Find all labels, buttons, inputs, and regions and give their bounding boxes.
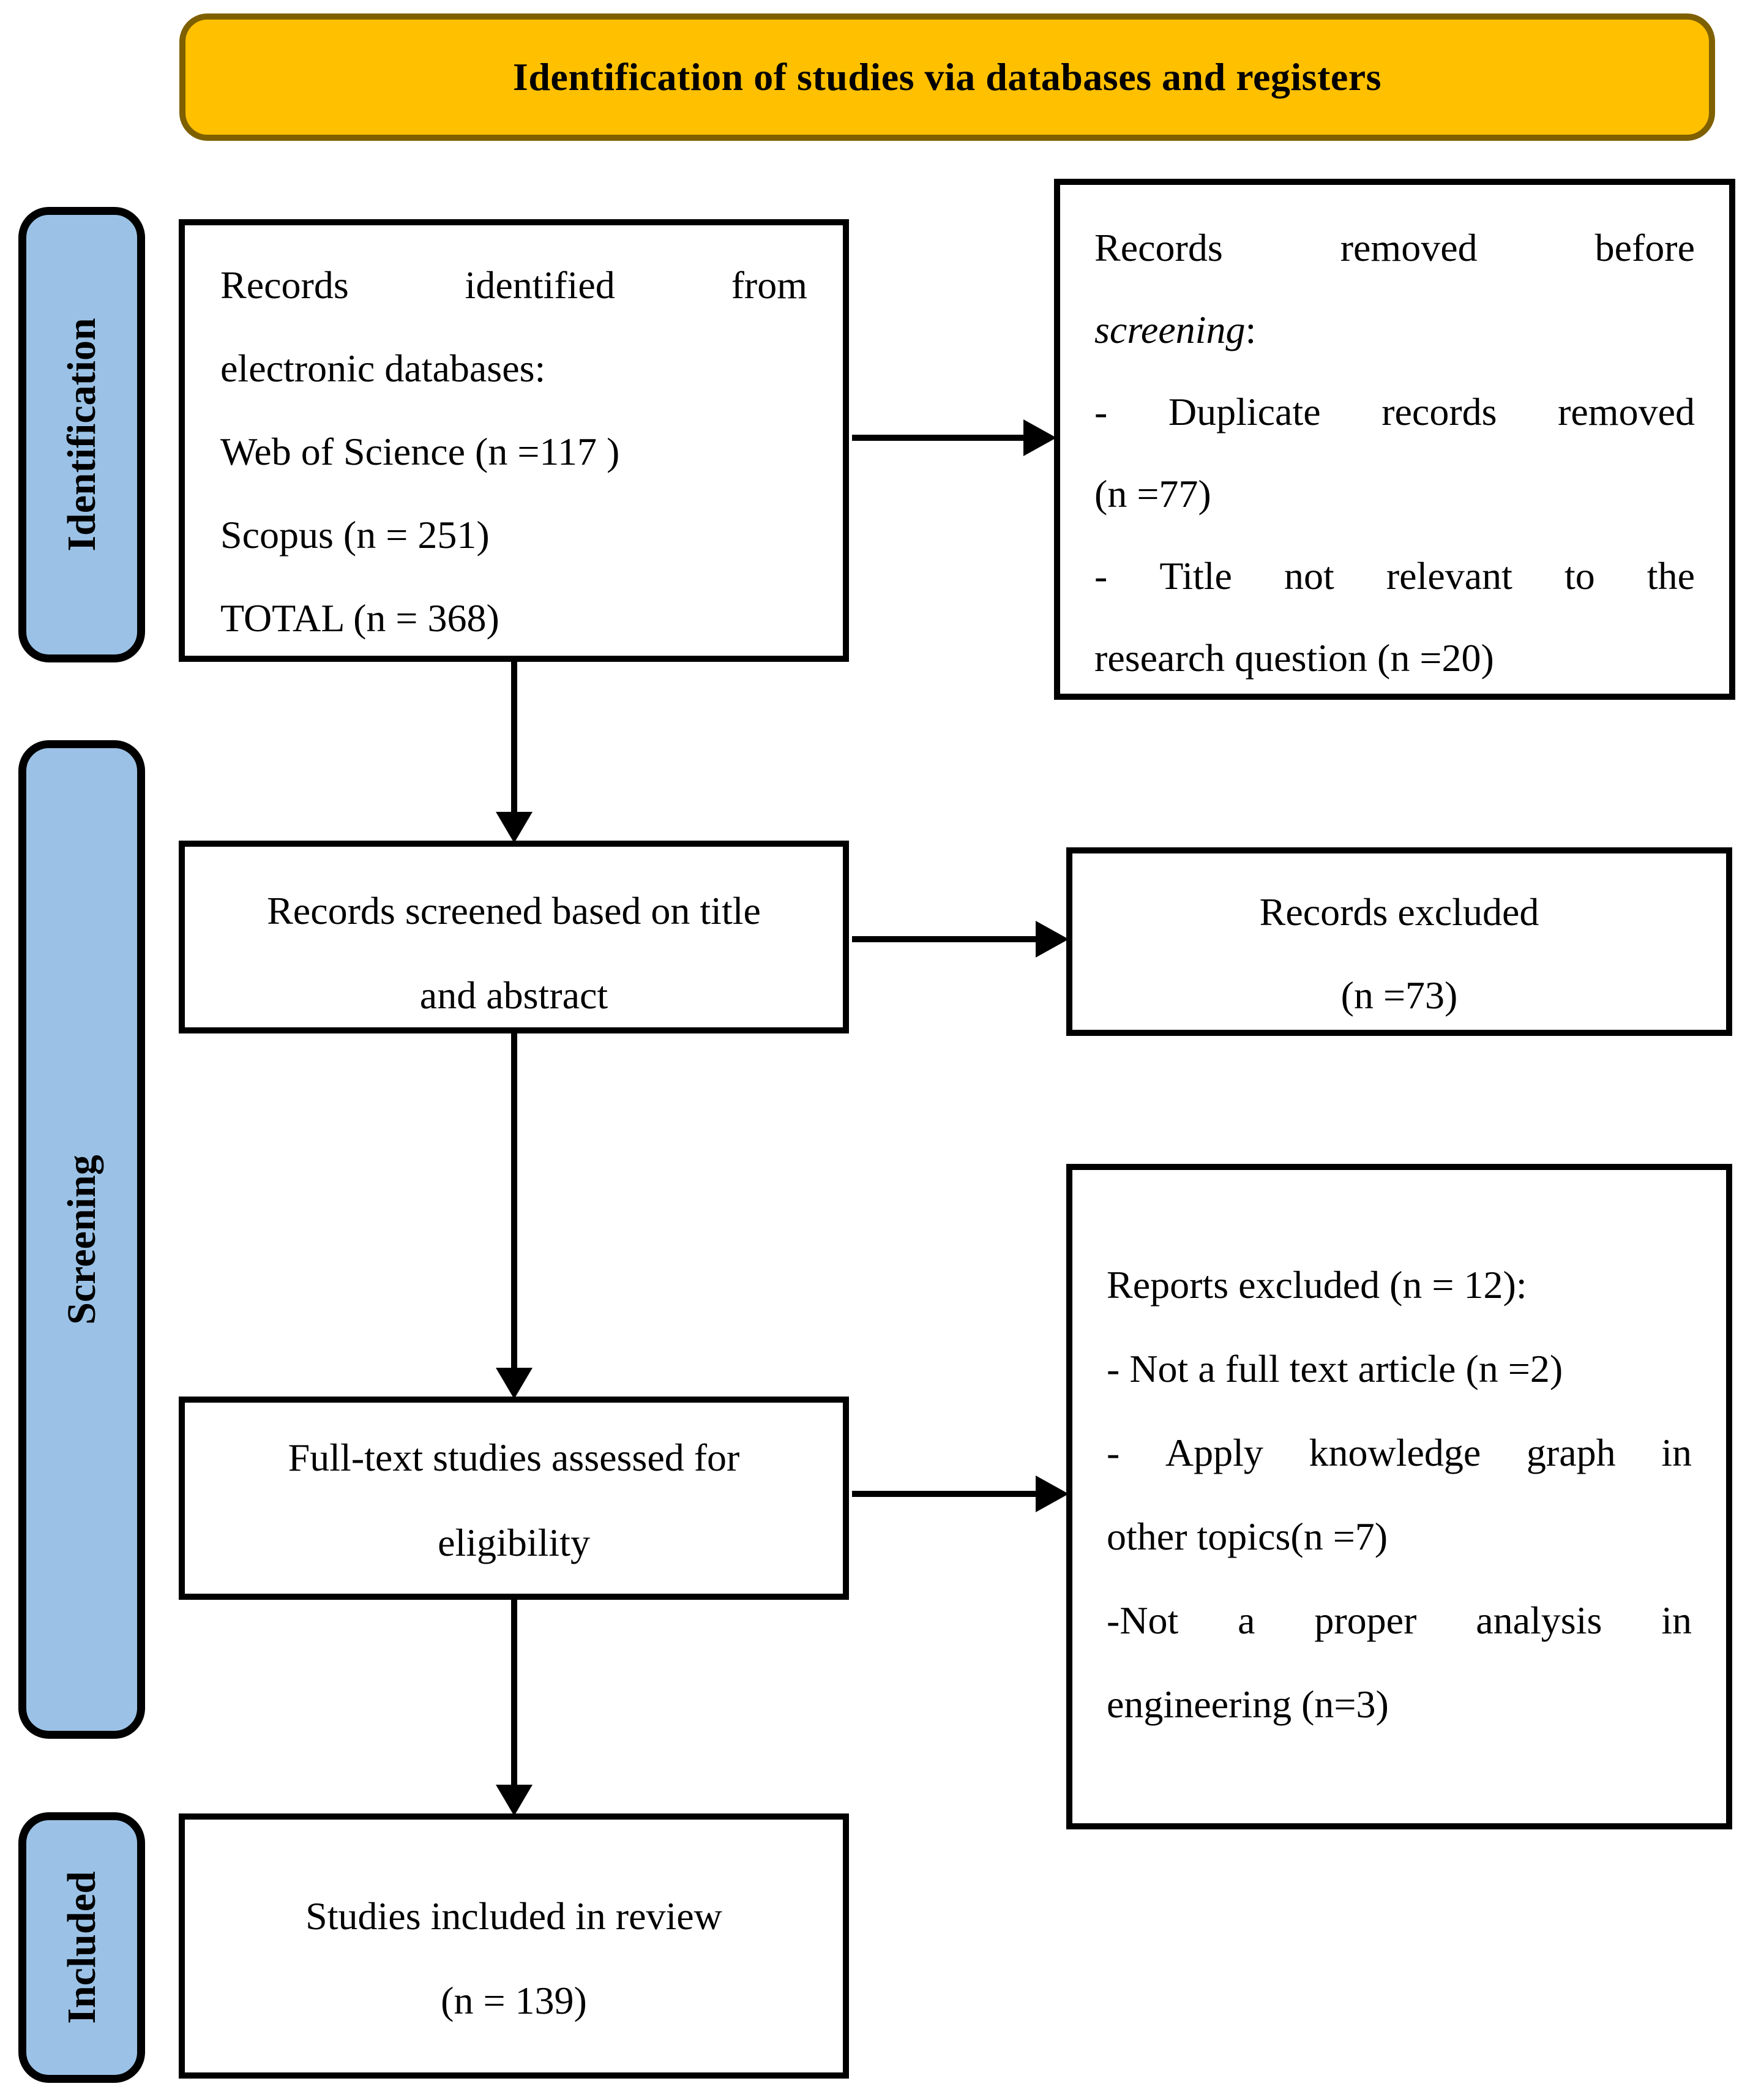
stage-label-included: Included: [18, 1812, 145, 2083]
box-reports-excluded: Reports excluded (n = 12): - Not a full t…: [1066, 1164, 1732, 1829]
text-line: TOTAL (n = 368): [220, 596, 499, 640]
text-line: Web of Science (n =117 ): [220, 430, 620, 473]
arrow-screened-to-excluded-icon: [852, 921, 1069, 958]
arrow-fulltext-to-reports-excluded-icon: [852, 1476, 1069, 1512]
box-fulltext-assessed: Full-text studies assessed for eligibilit…: [179, 1397, 849, 1600]
arrow-screened-to-fulltext-icon: [496, 1033, 533, 1399]
box-records-screened: Records screened based on title and abstr…: [179, 841, 849, 1033]
text-line: Records screened based on title: [267, 889, 761, 932]
stage-label-screening-text: Screening: [59, 1154, 104, 1325]
stage-label-identification: Identification: [18, 207, 145, 662]
text-line: electronic databases:: [220, 347, 546, 390]
stage-label-included-text: Included: [59, 1871, 104, 2024]
text-line: screening:: [1094, 308, 1257, 351]
text-line: (n = 139): [441, 1979, 587, 2022]
arrow-fulltext-to-included-icon: [496, 1600, 533, 1816]
box-records-excluded: Records excluded (n =73): [1066, 847, 1732, 1036]
text-line: research question (n =20): [1094, 636, 1494, 680]
title-banner: Identification of studies via databases …: [179, 13, 1715, 141]
text-line: other topics(n =7): [1107, 1515, 1388, 1558]
text-line: Reports excluded (n = 12):: [1107, 1263, 1527, 1307]
text-line: (n =77): [1094, 472, 1211, 516]
text-line: and abstract: [419, 973, 608, 1017]
box-studies-included: Studies included in review (n = 139): [179, 1813, 849, 2079]
text-line: Records excluded: [1259, 890, 1539, 934]
stage-label-screening: Screening: [18, 740, 145, 1739]
text-line: eligibility: [438, 1521, 590, 1564]
arrow-identified-to-removed-icon: [852, 419, 1056, 456]
text-line: engineering (n=3): [1107, 1682, 1389, 1726]
text-line: Studies included in review: [305, 1894, 722, 1938]
text-line: Scopus (n = 251): [220, 513, 490, 557]
stage-label-identification-text: Identification: [59, 318, 104, 552]
text-line: Full-text studies assessed for: [288, 1436, 740, 1479]
text-line: (n =73): [1340, 973, 1458, 1017]
diagram-title: Identification of studies via databases …: [512, 55, 1382, 99]
arrow-identified-to-screened-icon: [496, 662, 533, 843]
text-line: - Not a full text article (n =2): [1107, 1347, 1563, 1390]
